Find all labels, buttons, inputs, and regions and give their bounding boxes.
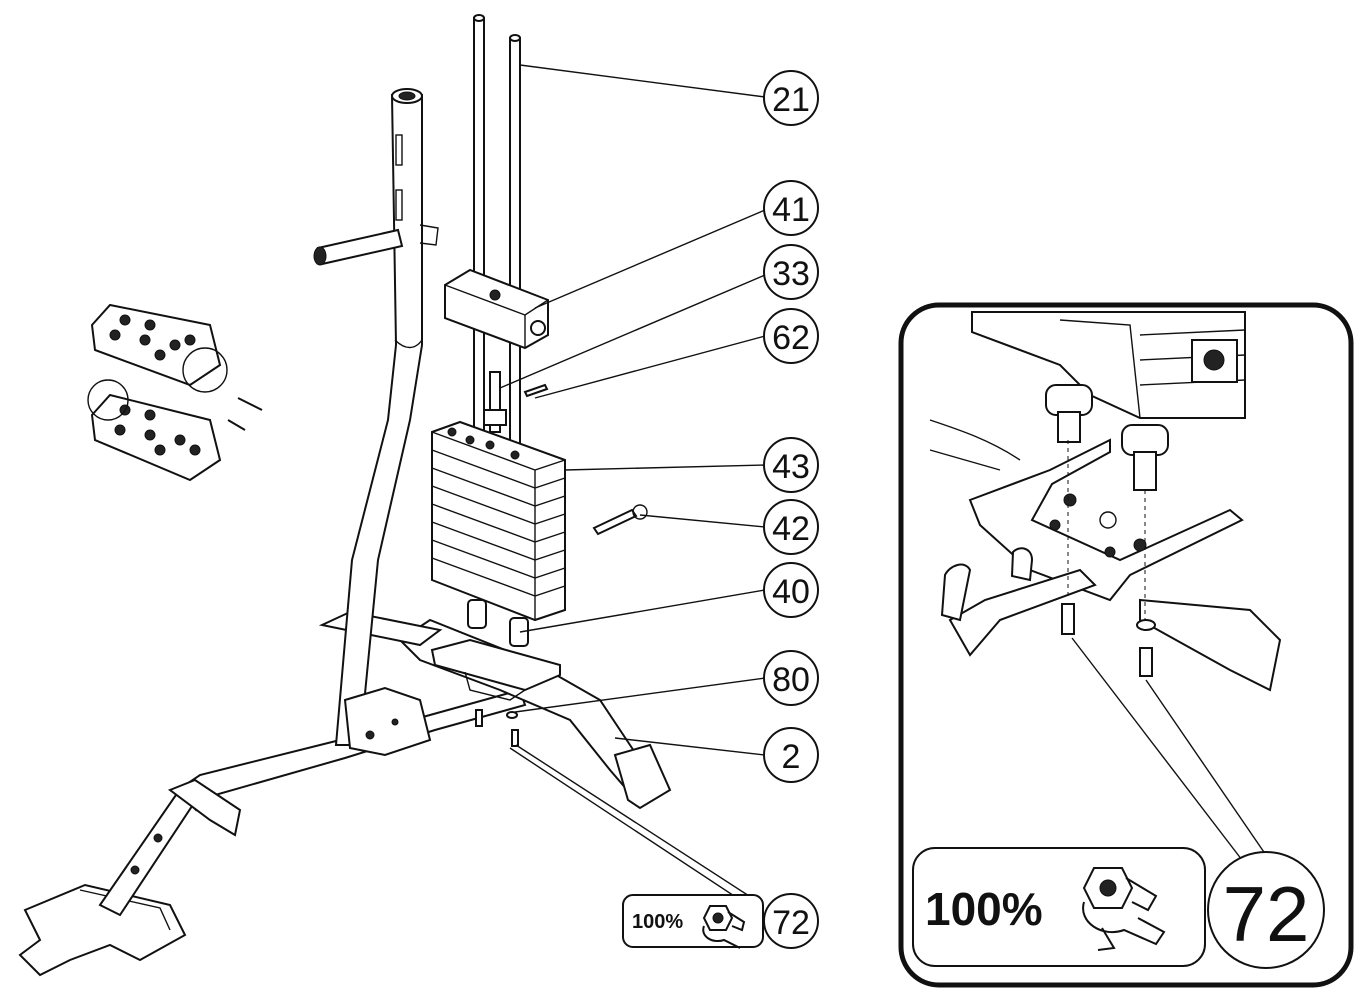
top-plate (444, 268, 549, 350)
detail-bumper-right (1121, 424, 1169, 491)
svg-text:72: 72 (772, 904, 810, 942)
svg-text:2: 2 (782, 738, 801, 776)
frame-bracket (167, 778, 242, 837)
weight-pin (592, 508, 638, 536)
svg-text:62: 62 (772, 319, 810, 357)
svg-text:43: 43 (772, 448, 810, 486)
callout-2: 2 (763, 727, 819, 783)
callout-62: 62 (763, 308, 819, 364)
svg-text:40: 40 (772, 573, 810, 611)
torque-note-small: 100% (622, 894, 764, 949)
svg-text:42: 42 (772, 510, 810, 548)
bumper-left (467, 599, 487, 629)
callout-72: 72 (763, 893, 819, 949)
guide-rod-right (509, 37, 521, 489)
detail-view-panel: 100% 72 (898, 302, 1354, 988)
detail-torque-note: 100% (912, 847, 1206, 967)
foot-plate (18, 883, 187, 977)
callout-33: 33 (763, 244, 819, 300)
svg-text:72: 72 (1223, 870, 1310, 958)
weight-stack (431, 420, 566, 622)
pivot-plate (343, 686, 432, 757)
svg-text:100%: 100% (925, 883, 1043, 935)
detail-frame-tube (948, 568, 1097, 657)
callout-80: 80 (763, 650, 819, 706)
detail-bolt-left (1061, 603, 1075, 635)
wrench-nut-icon (1082, 867, 1166, 951)
detail-stack-bracket (968, 438, 1244, 602)
wrench-nut-icon (702, 905, 746, 949)
detail-bolt-right (1139, 647, 1153, 677)
detail-callout-72: 72 (1207, 851, 1325, 969)
stack-bracket (430, 638, 561, 692)
leader-lines (499, 64, 766, 916)
svg-text:41: 41 (772, 191, 810, 229)
callout-43: 43 (763, 437, 819, 493)
main-assembly-drawing (18, 14, 672, 977)
side-handle-stub (316, 228, 404, 266)
selector-pin (523, 383, 549, 398)
base-foot-pad (613, 743, 672, 810)
callout-41: 41 (763, 180, 819, 236)
selector-rod (489, 371, 501, 433)
pedal-bottom (87, 379, 222, 482)
svg-text:80: 80 (772, 661, 810, 699)
callout-42: 42 (763, 499, 819, 555)
detail-bumper-left (1045, 384, 1093, 443)
svg-text:33: 33 (772, 255, 810, 293)
callout-40: 40 (763, 562, 819, 618)
svg-text:21: 21 (772, 81, 810, 119)
front-leg-bar (98, 790, 198, 917)
base-plate (318, 610, 443, 647)
svg-text:100%: 100% (632, 911, 683, 933)
bumper-right (509, 617, 529, 647)
callout-21: 21 (763, 70, 819, 126)
pedal-top (90, 303, 228, 393)
guide-rod-left (473, 17, 485, 489)
